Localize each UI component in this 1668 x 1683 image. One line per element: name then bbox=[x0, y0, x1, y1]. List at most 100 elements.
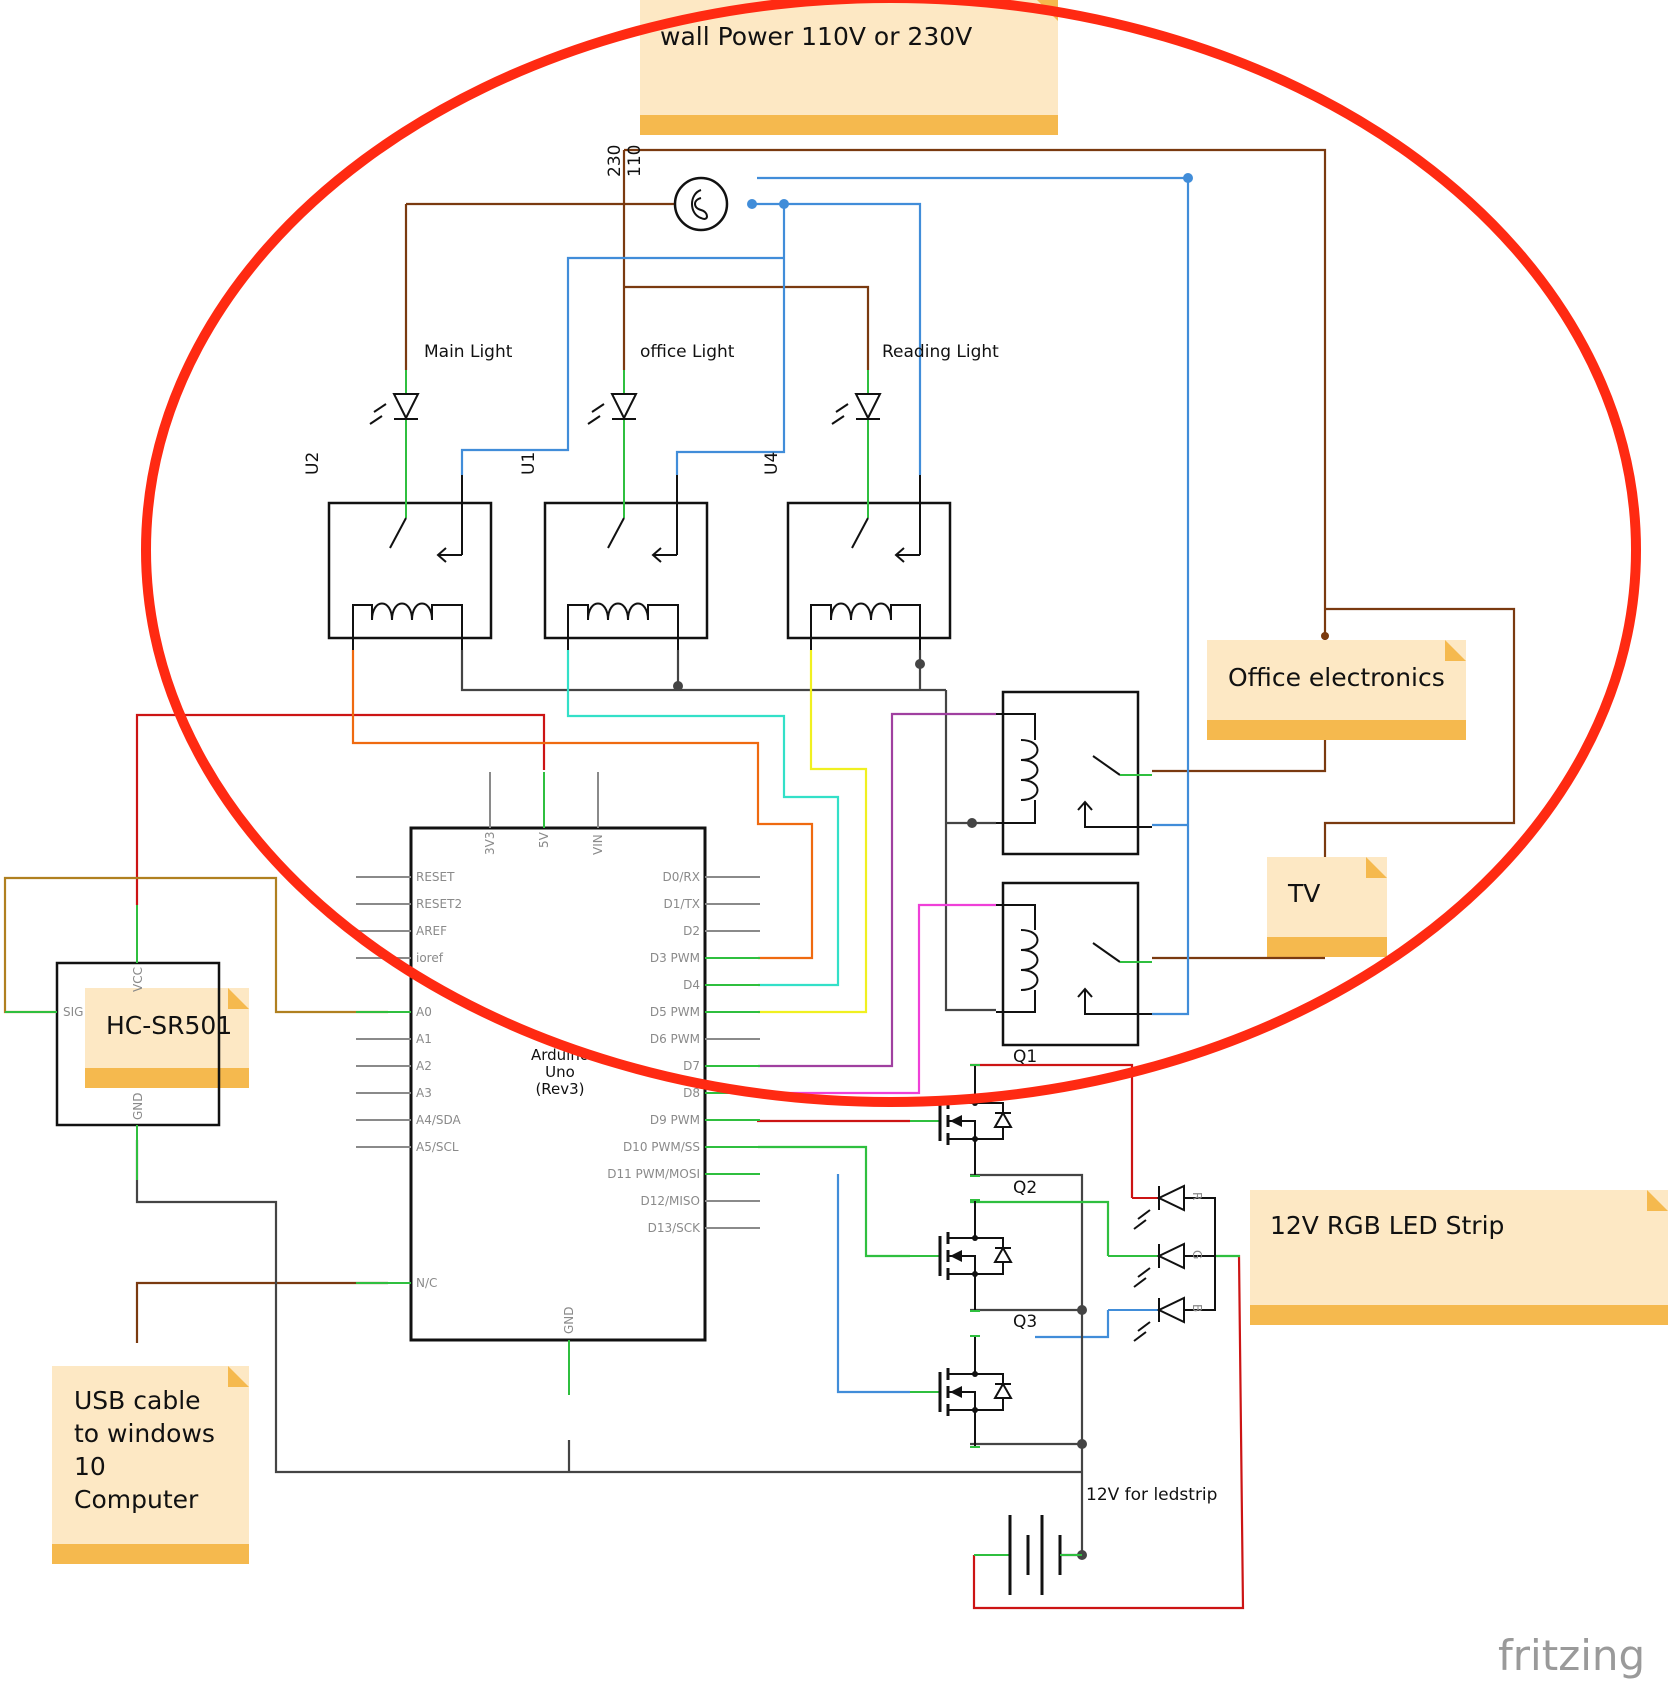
relay-u4-ref: U4 bbox=[762, 452, 782, 475]
mosfet-1-part-12 bbox=[972, 1235, 978, 1241]
lamp-reading: Reading Light bbox=[831, 342, 999, 475]
lamp-reading-label: Reading Light bbox=[882, 342, 999, 362]
rgb-light-arrow-1 bbox=[1133, 1267, 1151, 1288]
wire-q2-drain bbox=[970, 1200, 1110, 1256]
wire-ground bbox=[135, 650, 1084, 1557]
battery-label: 12V for ledstrip bbox=[1086, 1485, 1217, 1505]
mosfet-0-part-10 bbox=[993, 1110, 1013, 1128]
relay-office-electronics bbox=[996, 690, 1152, 856]
note-led-strip-text: 12V RGB LED Strip bbox=[1270, 1211, 1504, 1240]
pin-label-right-9: D9 PWM bbox=[650, 1113, 700, 1127]
mosfet-1-part-8 bbox=[950, 1250, 962, 1262]
pin-label-right-0: D0/RX bbox=[663, 870, 700, 884]
wire-mains-phase bbox=[135, 148, 1516, 1343]
note-tv-text: TV bbox=[1287, 879, 1320, 908]
mosfet-0-part-6 bbox=[948, 1138, 976, 1176]
ac-source: 230 110 bbox=[605, 145, 729, 232]
arduino-name-2: Uno bbox=[545, 1063, 575, 1081]
lamp-office-label: office Light bbox=[640, 342, 735, 362]
mosfet-1-part-6 bbox=[948, 1273, 976, 1311]
lamp-main: Main Light bbox=[369, 342, 513, 475]
note-office-electronics: Office electronics bbox=[1207, 640, 1466, 740]
relay-u2-ref: U2 bbox=[303, 452, 323, 475]
mosfet-2 bbox=[910, 1335, 1013, 1448]
wire-mains-neutral bbox=[460, 176, 1190, 1394]
pin-label-left-0: RESET bbox=[416, 870, 455, 884]
relay-u1: U1 bbox=[519, 452, 709, 650]
mosfet-2-part-5 bbox=[948, 1336, 976, 1375]
wire-d8 bbox=[758, 903, 996, 1095]
mosfet-q2-ref: Q2 bbox=[1013, 1178, 1037, 1198]
mosfet-1-part-13 bbox=[972, 1271, 978, 1277]
pin-label-left-2: AREF bbox=[416, 924, 447, 938]
mosfet-1 bbox=[910, 1199, 1013, 1312]
note-usb-cable: USB cable to windows 10 Computer bbox=[52, 1366, 249, 1564]
sensor-sig-label: SIG bbox=[63, 1005, 83, 1019]
mosfet-2-part-8 bbox=[950, 1386, 962, 1398]
junctions bbox=[673, 173, 1329, 1560]
pin-label-right-5: D5 PWM bbox=[650, 1005, 700, 1019]
pin-label-left-6: A2 bbox=[416, 1059, 432, 1073]
note-hc-sr501-text: HC-SR501 bbox=[106, 1011, 232, 1040]
rgb-light-arrow-0 bbox=[1133, 1209, 1151, 1230]
rgb-light-arrow-2 bbox=[1133, 1321, 1151, 1342]
pin-label-right-4: D4 bbox=[683, 978, 700, 992]
highlight-ellipse bbox=[141, 0, 1641, 1107]
pin-gnd: GND bbox=[562, 1306, 576, 1334]
pin-label-right-13: D13/SCK bbox=[648, 1221, 702, 1235]
rgb-diode-0 bbox=[1156, 1184, 1185, 1212]
note-hc-sr501: HC-SR501 bbox=[85, 988, 249, 1088]
rgb-pin-label-0: R bbox=[1190, 1192, 1204, 1200]
pin-label-left-1: RESET2 bbox=[416, 897, 462, 911]
note-office-electronics-text: Office electronics bbox=[1228, 663, 1445, 692]
note-led-strip: 12V RGB LED Strip bbox=[1250, 1190, 1668, 1325]
source-230-label: 230 bbox=[605, 145, 625, 177]
rgb-pin-label-1: G bbox=[1190, 1250, 1204, 1259]
mosfet-1-part-10 bbox=[993, 1245, 1013, 1263]
wire-d7 bbox=[758, 712, 996, 1068]
pin-label-left-9: A5/SCL bbox=[416, 1140, 459, 1154]
rgb-diode-1 bbox=[1156, 1242, 1185, 1270]
pir-sensor: VCC SIG GND bbox=[5, 905, 221, 1180]
mosfet-1-part-5 bbox=[948, 1200, 976, 1239]
arduino-name-3: (Rev3) bbox=[535, 1080, 584, 1098]
relay-u2: U2 bbox=[303, 452, 493, 650]
pin-label-right-10: D10 PWM/SS bbox=[623, 1140, 700, 1154]
pin-label-left-7: A3 bbox=[416, 1086, 432, 1100]
note-usb-line-4: Computer bbox=[74, 1485, 199, 1514]
note-wall-power-text: wall Power 110V or 230V bbox=[660, 22, 972, 51]
relay-q1-ref: Q1 bbox=[1013, 1047, 1037, 1067]
mosfet-2-part-12 bbox=[972, 1371, 978, 1377]
fritzing-logo: fritzing bbox=[1498, 1631, 1645, 1680]
pin-label-right-11: D11 PWM/MOSI bbox=[607, 1167, 700, 1181]
mosfet-q3-ref: Q3 bbox=[1013, 1312, 1037, 1332]
pin-label-right-1: D1/TX bbox=[664, 897, 700, 911]
mosfet-2-part-13 bbox=[972, 1407, 978, 1413]
relay-q1: Q1 bbox=[996, 881, 1152, 1067]
mosfet-0-part-13 bbox=[972, 1136, 978, 1142]
wires bbox=[3, 148, 1516, 1610]
note-usb-line-1: USB cable bbox=[74, 1386, 201, 1415]
note-tv: TV bbox=[1267, 857, 1387, 957]
wire-d4 bbox=[566, 650, 840, 987]
note-usb-line-3: 10 bbox=[74, 1452, 106, 1481]
pin-label-right-2: D2 bbox=[683, 924, 700, 938]
pin-label-right-7: D7 bbox=[683, 1059, 700, 1073]
mosfet-2-part-6 bbox=[948, 1409, 976, 1447]
pin-label-left-8: A4/SDA bbox=[416, 1113, 462, 1127]
lamp-main-label: Main Light bbox=[424, 342, 513, 362]
pin-label-right-6: D6 PWM bbox=[650, 1032, 700, 1046]
pin-label-right-12: D12/MISO bbox=[640, 1194, 700, 1208]
wire-d10 bbox=[758, 1145, 910, 1258]
mosfets bbox=[910, 1064, 1013, 1448]
rgb-pin-label-2: B bbox=[1190, 1304, 1204, 1312]
pin-label-left-10: N/C bbox=[416, 1276, 437, 1290]
sensor-gnd-label: GND bbox=[131, 1092, 145, 1120]
relay-u4: U4 bbox=[762, 452, 952, 650]
pin-label-left-5: A1 bbox=[416, 1032, 432, 1046]
source-110-label: 110 bbox=[625, 145, 645, 177]
mosfet-0-part-8 bbox=[950, 1115, 962, 1127]
arduino-left-pins: RESETRESET2AREFiorefA0A1A2A3A4/SDAA5/SCL… bbox=[356, 870, 462, 1290]
rgb-diode-2 bbox=[1156, 1296, 1185, 1324]
